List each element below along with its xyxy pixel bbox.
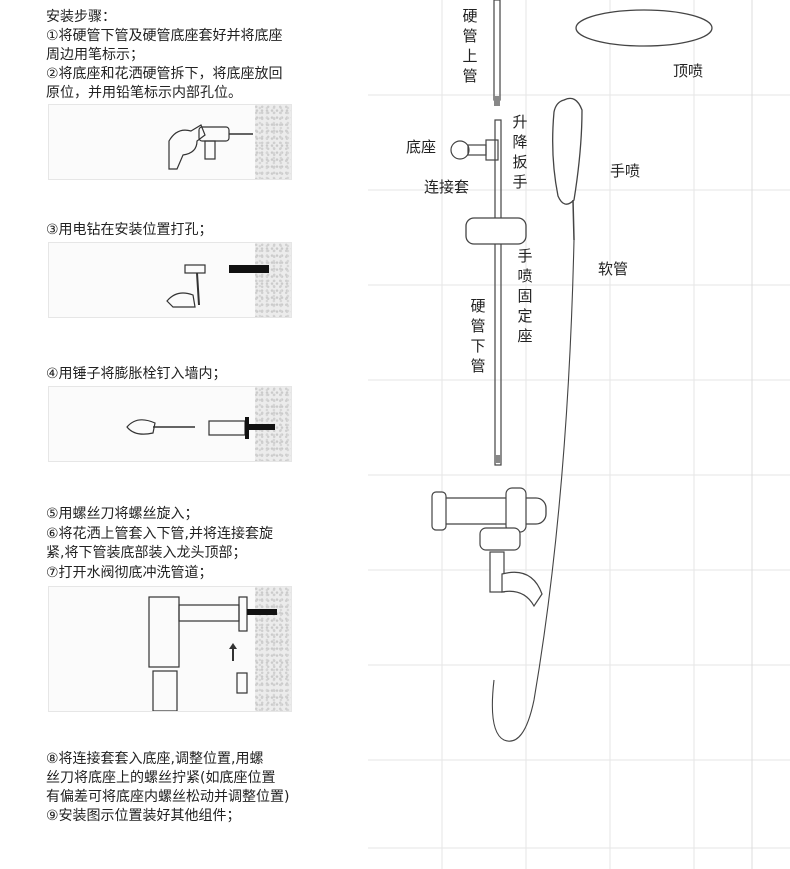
label-top-spray: 顶喷 xyxy=(673,62,704,80)
label-lift-wrench: 升降扳手 xyxy=(512,113,528,191)
label-hose: 软管 xyxy=(598,260,629,278)
steps-title: 安装步骤： xyxy=(46,9,116,25)
label-hand-holder: 手喷固定座 xyxy=(517,247,533,345)
wall-texture xyxy=(255,243,291,317)
step-3-text: ③用电钻在安装位置打孔； xyxy=(46,222,213,238)
label-lower-pipe: 硬管下管 xyxy=(470,297,486,375)
wall-texture xyxy=(255,105,291,179)
shower-diagram: 硬管上管 顶喷 升降扳手 底座 连接套 手喷 手喷固定座 软管 硬管下管 xyxy=(368,0,790,869)
label-base: 底座 xyxy=(406,138,437,156)
shower-diagram-drawing xyxy=(368,0,790,869)
step-5-text: ⑤用螺丝刀将螺丝旋入； xyxy=(46,506,199,522)
pipe-fitting-illustration xyxy=(48,586,292,712)
screwdriver-icon xyxy=(126,417,275,439)
step-2-text: ②将底座和花洒硬管拆下，将底座放回 原位，并用铅笔标示内部孔位。 xyxy=(46,66,283,101)
step-4-text: ④用锤子将膨胀栓钉入墙内； xyxy=(46,366,227,382)
drill-illustration xyxy=(48,104,292,180)
label-hand-spray: 手喷 xyxy=(610,162,641,180)
hammer-illustration xyxy=(48,242,292,318)
step-6-text: ⑥将花洒上管套入下管,并将连接套旋 紧,将下管装底部装入龙头顶部； xyxy=(46,526,274,561)
label-connector: 连接套 xyxy=(424,178,470,196)
step-9-text: ⑨安装图示位置装好其他组件； xyxy=(46,808,241,824)
pipe-fitting-icon xyxy=(148,596,277,711)
hammer-icon xyxy=(166,264,269,308)
step-1-text: ①将硬管下管及硬管底座套好并将底座 周边用笔标示； xyxy=(46,28,283,63)
label-upper-pipe: 硬管上管 xyxy=(462,7,478,85)
drill-icon xyxy=(168,124,253,170)
step-7-text: ⑦打开水阀彻底冲洗管道； xyxy=(46,565,213,581)
screwdriver-illustration xyxy=(48,386,292,462)
step-8-text: ⑧将连接套套入底座,调整位置,用螺 丝刀将底座上的螺丝拧紧(如底座位置 有偏差可… xyxy=(46,751,290,805)
wall-texture xyxy=(255,587,291,711)
